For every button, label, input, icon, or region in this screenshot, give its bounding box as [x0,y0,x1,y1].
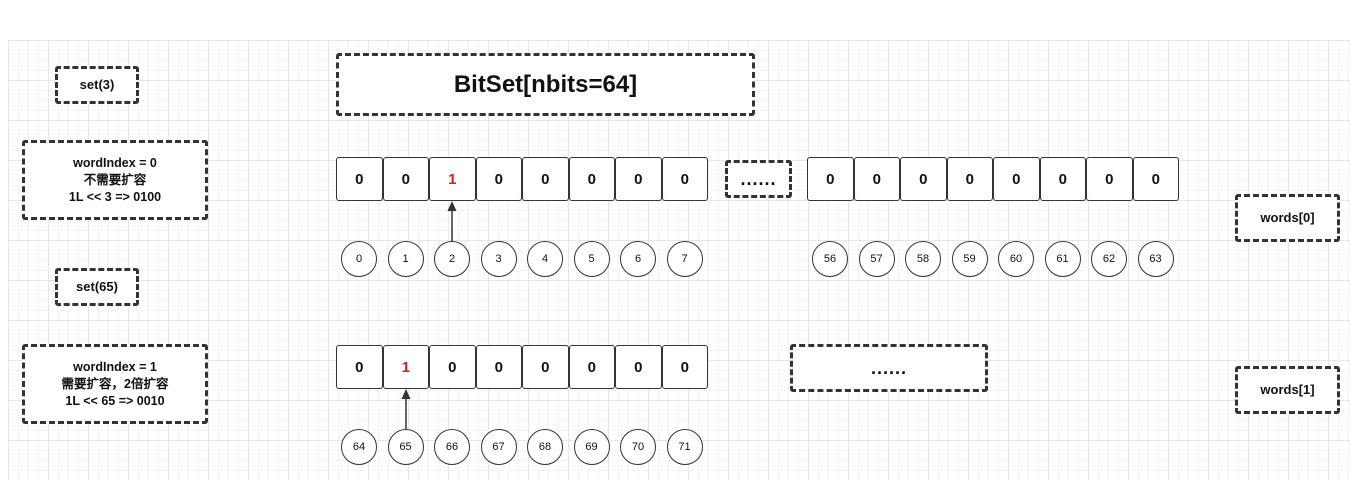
bit-index-circle: 64 [341,429,377,465]
bit-index-circle: 70 [620,429,656,465]
note-line: 1L << 65 => 0010 [65,393,165,408]
bit-cell: 0 [522,345,569,389]
bit-index-circle: 66 [434,429,470,465]
bit-index-circle: 2 [434,241,470,277]
bits-ellipsis: ...... [725,160,792,198]
bit-index-circle: 1 [387,241,424,277]
bit-cell: 0 [993,157,1040,201]
bit-cell: 0 [1039,157,1086,201]
word-index-0-note: wordIndex = 0 不需要扩容 1L << 3 => 0100 [22,140,208,220]
word1-ellipsis: ...... [790,344,988,392]
word1-indices: 64 65 66 67 68 69 70 71 [341,429,703,465]
bit-cell: 0 [615,157,662,201]
bit-index-circle: 7 [666,241,703,277]
bit-index-circle: 67 [480,429,517,465]
bit-cell: 0 [568,157,615,201]
words-0-label: words[0] [1235,194,1340,242]
bit-cell: 0 [946,157,993,201]
note-line: wordIndex = 0 [73,155,157,170]
bit-index-circle: 71 [666,429,703,465]
bit-cell: 0 [382,157,429,201]
bitset-title: BitSet[nbits=64] [336,53,755,116]
bit-cell: 0 [475,345,522,389]
bit-cell: 0 [336,345,383,389]
note-line: 1L << 3 => 0100 [68,189,162,204]
bit-cell: 0 [807,157,854,201]
bit-cell: 0 [900,157,947,201]
bit-index-circle: 62 [1091,241,1127,277]
bit-index-circle: 5 [573,241,610,277]
bit-cell: 0 [661,345,708,389]
bit-index-circle: 61 [1044,241,1081,277]
set-3-label: set(3) [55,66,139,104]
bit-cell: 0 [475,157,522,201]
bit-cell: 0 [429,345,476,389]
bit-cell: 0 [661,157,708,201]
arrow-to-bit-2-icon [447,201,457,242]
bit-cell: 0 [1132,157,1179,201]
word0-indices-high: 56 57 58 59 60 61 62 63 [812,241,1174,277]
bit-cell: 0 [568,345,615,389]
note-line: 不需要扩容 [83,172,147,187]
bit-cell: 0 [1086,157,1133,201]
bit-cell: 1 [382,345,429,389]
bit-index-circle: 69 [573,429,610,465]
bit-index-circle: 56 [812,241,848,277]
bit-cell: 0 [853,157,900,201]
bit-index-circle: 0 [341,241,377,277]
bit-index-circle: 60 [998,241,1034,277]
bit-index-circle: 57 [858,241,895,277]
bit-index-circle: 68 [527,429,563,465]
bit-index-circle: 3 [480,241,517,277]
bit-index-circle: 59 [951,241,988,277]
words-1-label: words[1] [1235,366,1340,414]
note-line: wordIndex = 1 [73,359,157,374]
bit-cell: 0 [615,345,662,389]
bit-index-circle: 6 [620,241,656,277]
set-65-label: set(65) [55,268,139,306]
bit-index-circle: 58 [905,241,941,277]
arrow-to-bit-65-icon [401,389,411,430]
bit-index-circle: 4 [527,241,563,277]
note-line: 需要扩容，2倍扩容 [61,376,169,391]
word-index-1-note: wordIndex = 1 需要扩容，2倍扩容 1L << 65 => 0010 [22,344,208,424]
bit-index-circle: 65 [387,429,424,465]
bit-cell: 1 [429,157,476,201]
bit-index-circle: 63 [1137,241,1174,277]
bit-cell: 0 [336,157,383,201]
bit-cell: 0 [522,157,569,201]
